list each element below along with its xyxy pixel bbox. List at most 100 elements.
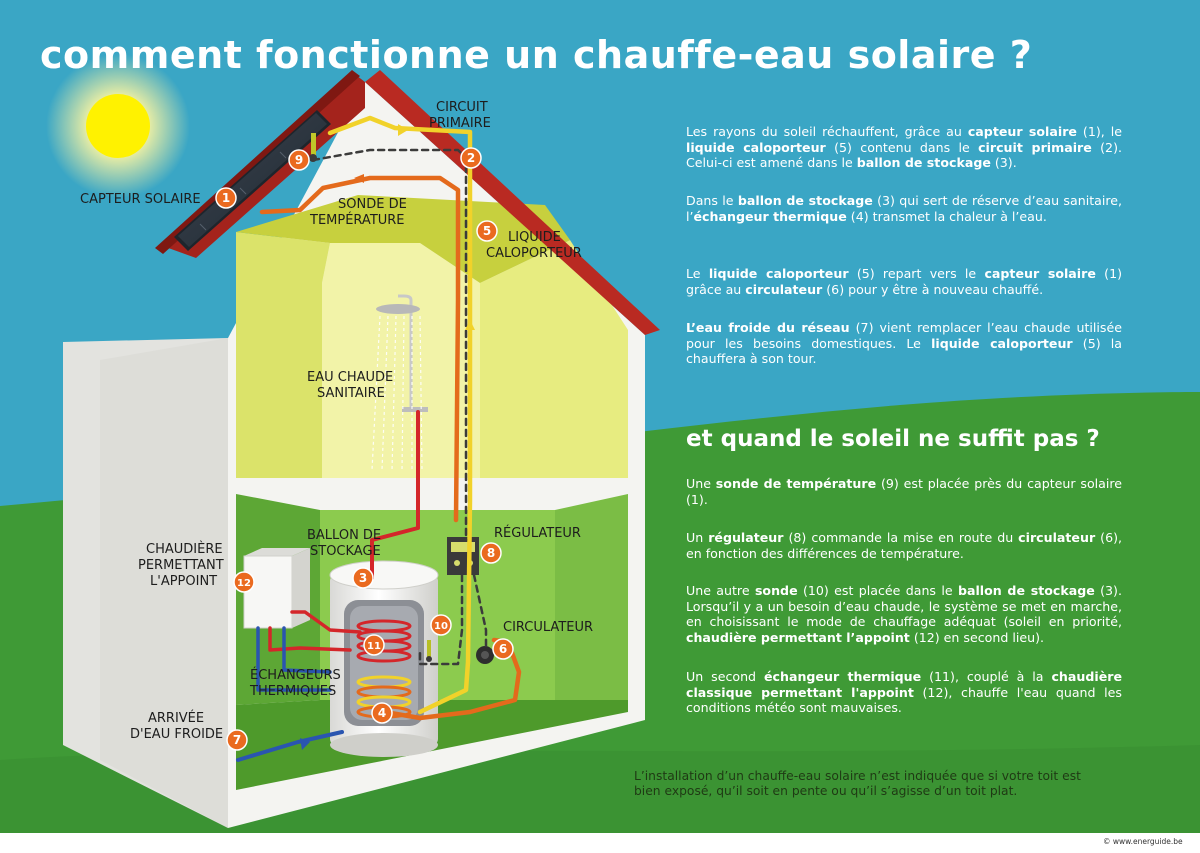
text-run: (3). Lorsqu’il y a un besoin d’eau chaud… <box>686 583 1122 629</box>
bold-term: liquide caloporteur <box>686 139 826 155</box>
badge-1: 1 <box>215 187 237 209</box>
text-run: (3) qui sert de réserve d’eau sanitaire,… <box>686 193 1122 224</box>
label-arrivee-eau-froide: ARRIVÉE <box>148 710 204 726</box>
paragraph-2: Dans le ballon de stockage (3) qui sert … <box>686 193 1122 224</box>
sun-icon <box>46 54 190 198</box>
svg-text:4: 4 <box>378 706 386 720</box>
label-arrivee-eau-froide-2: D'EAU FROIDE <box>130 727 223 742</box>
badge-8: 8 <box>480 542 502 564</box>
svg-text:1: 1 <box>222 191 230 205</box>
section-subtitle: et quand le soleil ne suffit pas ? <box>686 426 1100 452</box>
upper-room-back <box>322 243 480 478</box>
badge-6: 6 <box>492 638 514 660</box>
svg-text:8: 8 <box>487 546 495 560</box>
bold-term: échangeur thermique <box>693 208 847 224</box>
svg-text:9: 9 <box>295 153 303 167</box>
text-run: Un <box>686 530 709 545</box>
svg-text:3: 3 <box>359 571 367 585</box>
house-side-shadow <box>100 338 228 828</box>
svg-text:2: 2 <box>467 151 475 165</box>
page-title: comment fonctionne un chauffe-eau solair… <box>40 33 1032 77</box>
label-capteur-solaire: CAPTEUR SOLAIRE <box>80 192 201 207</box>
bold-term: ballon de stockage <box>957 583 1095 598</box>
label-circulateur: CIRCULATEUR <box>503 620 593 635</box>
bold-term: chaudière permettant l’appoint <box>686 629 910 645</box>
text-run: (12), chauffe l'eau quand les conditions… <box>686 684 1122 716</box>
badge-10: 10 <box>430 614 452 636</box>
badge-4: 4 <box>371 702 393 724</box>
text-run: (2). Celui-ci est amené dans le <box>686 139 1122 171</box>
label-eau-chaude: EAU CHAUDE <box>307 370 393 385</box>
svg-text:11: 11 <box>367 641 381 652</box>
label-ballon-stockage-2: STOCKAGE <box>310 544 381 559</box>
label-circuit-primaire-2: PRIMAIRE <box>429 116 491 131</box>
label-sonde-temperature-2: TEMPÉRATURE <box>309 212 405 228</box>
upper-room-right <box>480 240 628 478</box>
bold-term: sonde de température <box>715 476 877 491</box>
svg-text:7: 7 <box>233 733 241 747</box>
bold-term: capteur solaire <box>967 124 1077 139</box>
floor-slab <box>236 478 628 494</box>
paragraph-1: Les rayons du soleil réchauffent, grâce … <box>686 124 1122 171</box>
bold-term: capteur solaire <box>984 266 1096 281</box>
badge-11: 11 <box>363 634 385 656</box>
label-echangeurs-2: THERMIQUES <box>249 684 336 699</box>
text-run: (11), couplé à la <box>921 669 1052 684</box>
badge-12: 12 <box>233 571 255 593</box>
paragraph-7: Une autre sonde (10) est placée dans le … <box>686 583 1122 645</box>
text-run: Le <box>686 266 709 281</box>
paragraph-5: Une sonde de température (9) est placée … <box>686 476 1122 507</box>
label-chaudiere-3: L'APPOINT <box>150 574 217 589</box>
paragraph-6: Un régulateur (8) commande la mise en ro… <box>686 530 1122 561</box>
badge-5: 5 <box>476 220 498 242</box>
solar-panel <box>174 110 331 251</box>
flow-arrows <box>300 124 475 750</box>
boiler-unit <box>243 548 310 629</box>
upper-room-left <box>236 232 330 478</box>
text-run: (12) en second lieu). <box>909 629 1044 645</box>
copyright: © www.energuide.be <box>1103 837 1183 846</box>
badge-7: 7 <box>226 729 248 751</box>
text-run: (5) contenu dans le <box>825 139 979 155</box>
text-run: (10) est placée dans le <box>797 583 958 598</box>
label-liquide-caloporteur-2: CALOPORTEUR <box>486 246 582 261</box>
storage-tank <box>329 560 439 757</box>
bold-term: ballon de stockage <box>856 155 991 170</box>
label-circuit-primaire: CIRCUIT <box>436 100 488 115</box>
paragraph-3: Le liquide caloporteur (5) repart vers l… <box>686 266 1122 297</box>
svg-text:6: 6 <box>499 642 507 656</box>
label-regulateur: RÉGULATEUR <box>494 525 581 541</box>
text-run: (8) commande la mise en route du <box>783 530 1019 545</box>
bold-term: circulateur <box>745 281 823 297</box>
shower-icon <box>371 294 428 471</box>
bold-term: circuit primaire <box>978 139 1092 155</box>
label-echangeurs: ÉCHANGEURS <box>250 667 341 683</box>
label-eau-chaude-2: SANITAIRE <box>317 386 385 401</box>
label-ballon-stockage: BALLON DE <box>307 528 381 543</box>
text-run: (1) grâce au <box>686 266 1122 297</box>
lower-room-right <box>555 494 628 700</box>
bold-term: régulateur <box>708 530 784 545</box>
text-run: (1), le <box>1076 124 1122 139</box>
roof-right <box>365 70 660 335</box>
bold-term: chaudière classique permettant l'appoint <box>686 669 1122 700</box>
text-run: Une autre <box>686 583 755 598</box>
copyright-strip <box>0 833 1200 849</box>
diagram-labels: CAPTEUR SOLAIRE CIRCUIT PRIMAIRE SONDE D… <box>80 100 593 742</box>
bold-term: échangeur thermique <box>763 669 922 684</box>
circulator-pump <box>476 646 494 664</box>
svg-text:5: 5 <box>483 224 491 238</box>
text-run: Une <box>686 476 716 491</box>
upper-coil <box>356 619 412 663</box>
label-liquide-caloporteur: LIQUIDE <box>508 230 561 245</box>
roof-edge <box>155 70 360 254</box>
bold-term: liquide caloporteur <box>708 266 849 281</box>
text-run: (6) pour y être à nouveau chauffé. <box>822 281 1044 297</box>
bold-term: ballon de stockage <box>737 193 873 208</box>
text-run: Un second <box>686 669 764 684</box>
text-run: (4) transmet la chaleur à l’eau. <box>846 208 1047 224</box>
badge-9: 9 <box>288 149 310 171</box>
svg-text:10: 10 <box>434 621 448 632</box>
text-run: (7) vient remplacer l’eau chaude utilisé… <box>686 320 1122 351</box>
